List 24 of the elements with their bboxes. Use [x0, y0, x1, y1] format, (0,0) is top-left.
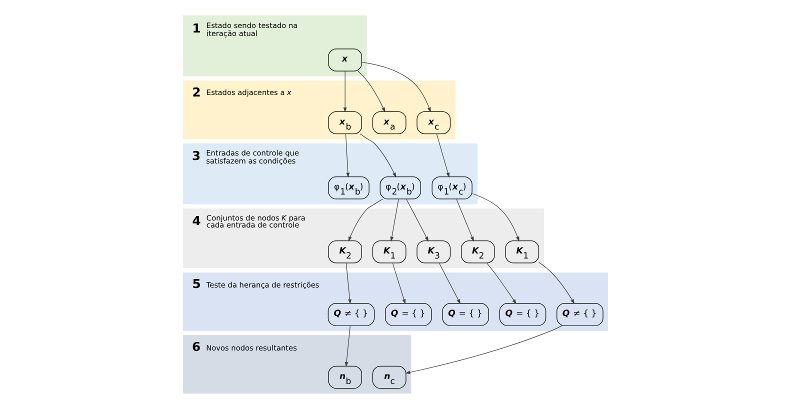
node-box: Q = { } — [442, 303, 488, 326]
node-box: Q = { } — [384, 303, 432, 326]
arrow — [345, 262, 351, 304]
arrow — [438, 262, 460, 304]
arrow — [471, 193, 519, 242]
node-box: x — [328, 48, 362, 72]
arrow — [390, 198, 398, 242]
arrow — [456, 198, 474, 242]
node-box: Q = { } — [498, 303, 546, 326]
arrow — [392, 262, 406, 304]
arrow — [359, 134, 396, 178]
node-box: Q ≠ { } — [556, 303, 603, 326]
arrow — [538, 262, 574, 304]
arrow — [348, 198, 383, 242]
arrow — [357, 70, 385, 112]
node-box: Q ≠ { } — [327, 303, 374, 326]
arrow — [486, 262, 516, 304]
arrow — [342, 71, 346, 112]
arrow — [360, 62, 430, 112]
arrow — [344, 134, 350, 178]
arrow — [404, 325, 562, 374]
arrow — [405, 198, 428, 242]
arrow — [436, 134, 450, 178]
arrow — [344, 326, 350, 367]
